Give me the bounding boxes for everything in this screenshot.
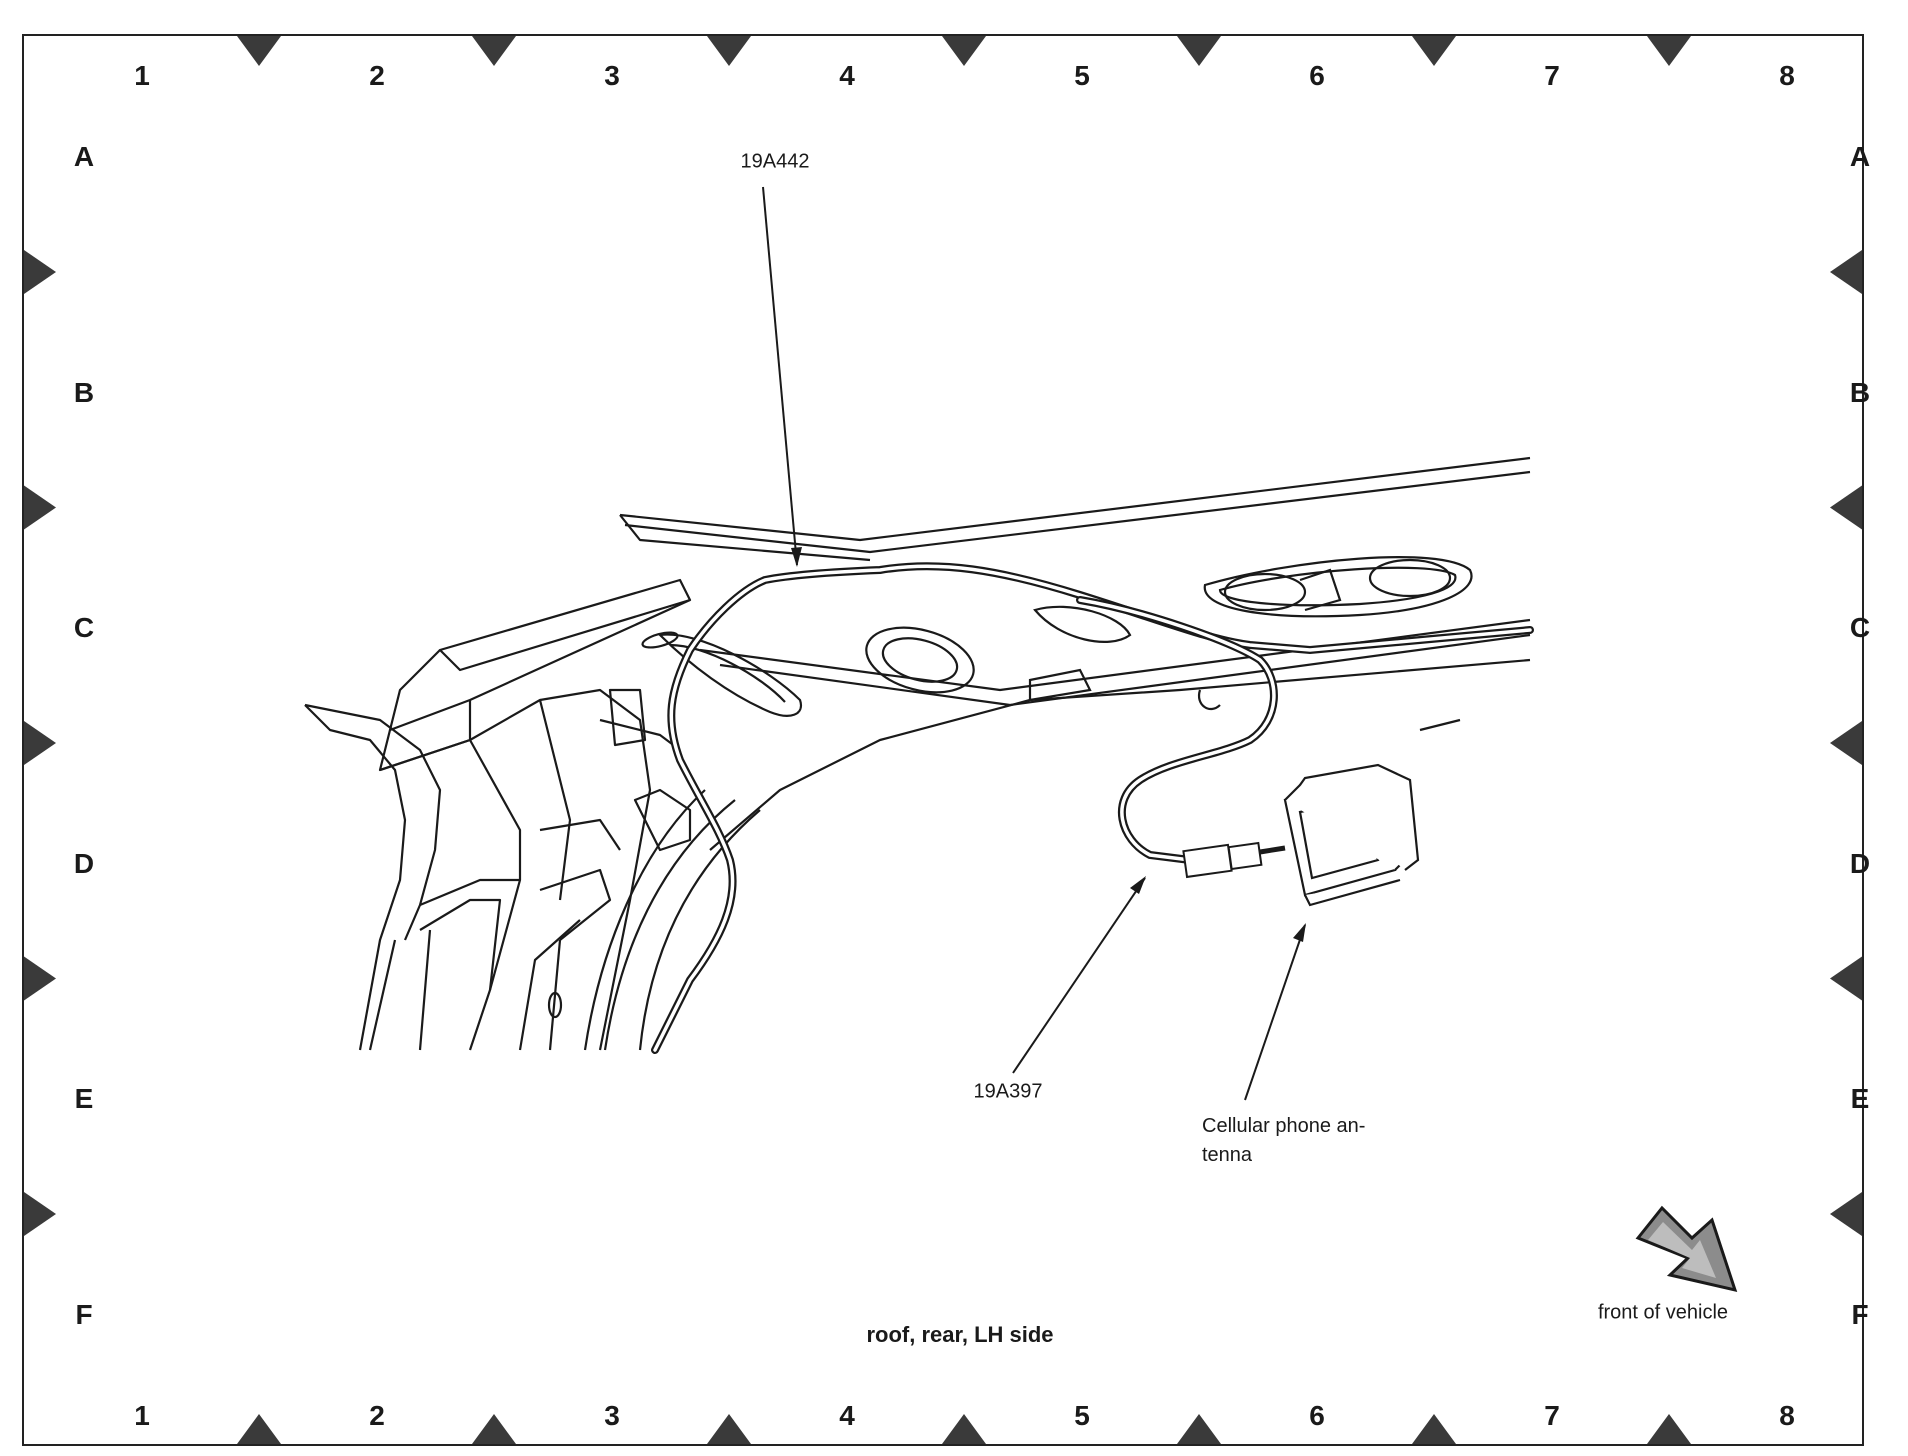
grid-marker-bottom: [942, 1414, 986, 1444]
grid-marker-top: [707, 36, 751, 66]
grid-col-bottom-5: 5: [1074, 1400, 1090, 1431]
grid-col-top-2: 2: [369, 60, 385, 91]
grid-marker-top: [1412, 36, 1456, 66]
grid-marker-bottom: [1177, 1414, 1221, 1444]
direction-arrow-icon: [1635, 1205, 1738, 1293]
grid-col-bottom-4: 4: [839, 1400, 855, 1431]
grid-row-left-C: C: [73, 612, 95, 643]
grid-col-bottom-1: 1: [134, 1400, 150, 1431]
grid-row-right-D: D: [1849, 847, 1871, 879]
antenna-label: Cellular phone an- tenna: [1202, 1112, 1365, 1170]
grid-marker-bottom: [1412, 1414, 1456, 1444]
grid-col-bottom-8: 8: [1779, 1400, 1795, 1431]
grid-marker-bottom: [707, 1414, 751, 1444]
antenna-label-line2: tenna: [1202, 1144, 1253, 1166]
grid-row-left-D: D: [73, 847, 95, 879]
roof-panel-structure: [304, 456, 1531, 1051]
grid-marker-bottom: [237, 1414, 281, 1444]
grid-row-right-B: B: [1849, 376, 1871, 408]
grid-row-right-C: C: [1849, 612, 1871, 643]
grid-marker-top: [237, 36, 281, 66]
grid-marker-left: [24, 721, 56, 765]
leader-lines: [762, 186, 1306, 1101]
grid-marker-left: [24, 956, 56, 1001]
grid-marker-top: [472, 36, 516, 66]
grid-marker-bottom: [1647, 1414, 1691, 1444]
roof-openings: [657, 556, 1473, 717]
grid-marker-right: [1830, 250, 1862, 294]
grid-row-left-B: B: [73, 376, 95, 408]
grid-marker-top: [1647, 36, 1691, 66]
grid-col-top-5: 5: [1074, 60, 1090, 91]
harness-19a442-route-inner: [653, 564, 1532, 1052]
harness-19a397-label: 19A397: [973, 1080, 1043, 1103]
harness-19a442-label: 19A442: [740, 150, 810, 173]
antenna-connector: [1182, 841, 1286, 879]
grid-marker-right: [1830, 485, 1862, 530]
grid-col-top-7: 7: [1544, 60, 1560, 91]
grid-markers: [24, 36, 1862, 1444]
grid-row-right-A: A: [1849, 141, 1871, 172]
grid-col-top-1: 1: [134, 60, 150, 91]
grid-row-right-F: F: [1851, 1299, 1869, 1330]
grid-marker-top: [1177, 36, 1221, 66]
grid-marker-top: [942, 36, 986, 66]
harness-19a397-route-inner: [1078, 598, 1276, 862]
grid-row-left-F: F: [75, 1299, 93, 1330]
grid-marker-right: [1830, 956, 1862, 1001]
grid-col-top-8: 8: [1779, 60, 1795, 91]
grid-row-left-A: A: [73, 141, 95, 172]
grid-col-bottom-2: 2: [369, 1400, 385, 1431]
view-caption: roof, rear, LH side: [866, 1322, 1054, 1347]
grid-col-bottom-3: 3: [604, 1400, 620, 1431]
drawing-frame: [22, 34, 1864, 1446]
grid-row-left-E: E: [74, 1083, 94, 1114]
cellular-phone-antenna: [1283, 763, 1420, 907]
grid-marker-right: [1830, 1192, 1862, 1236]
grid-col-bottom-6: 6: [1309, 1400, 1325, 1431]
leader-arrowheads: [791, 547, 1306, 942]
grid-marker-bottom: [472, 1414, 516, 1444]
grid-marker-left: [24, 250, 56, 294]
grid-marker-right: [1830, 721, 1862, 765]
grid-col-top-3: 3: [604, 60, 620, 91]
harness-19a397-route: [1076, 596, 1278, 864]
front-of-vehicle-label: front of vehicle: [1597, 1301, 1729, 1324]
antenna-label-line1: Cellular phone an-: [1202, 1115, 1366, 1137]
grid-col-bottom-7: 7: [1544, 1400, 1560, 1431]
grid-col-top-6: 6: [1309, 60, 1325, 91]
grid-marker-left: [24, 485, 56, 530]
grid-row-right-E: E: [1850, 1083, 1870, 1114]
grid-marker-left: [24, 1192, 56, 1236]
grid-col-top-4: 4: [839, 60, 855, 91]
